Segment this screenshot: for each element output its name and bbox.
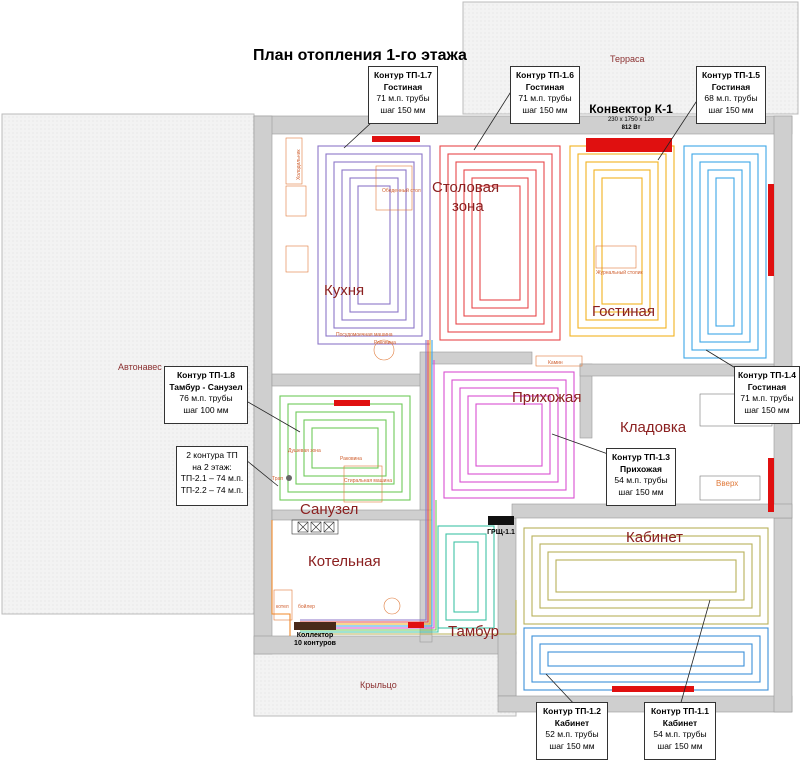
loop-tp-1-7 [317,145,431,345]
room-vestibule: Тамбур [448,623,499,640]
callout-name: Контур ТП-1.2 [542,706,601,716]
tank-label: бойлер [298,603,315,610]
dishwasher-label: Посудомоечная машина [336,332,393,338]
callout-room: Кабинет [554,717,590,728]
trap-mark [286,475,292,481]
loop-tp-1-1 [523,527,769,625]
callout-pipe: 52 м.п. трубы [545,729,599,739]
radiators [334,136,774,692]
callout-step: шаг 150 мм [380,104,426,115]
callout-name: Контур ТП-1.1 [650,706,709,716]
callout-room: Кабинет [662,717,698,728]
callout-room: Гостиная [711,81,751,92]
second-floor-line1: 2 контура ТП [186,450,238,460]
room-hall: Прихожая [512,389,582,406]
furniture [273,137,773,621]
callout-step: шаг 150 мм [522,104,568,115]
room-office: Кабинет [626,529,683,546]
callout-tp-1-1: Контур ТП-1.1 Кабинет 54 м.п. трубы шаг … [644,702,716,760]
callout-step: шаг 150 мм [657,740,703,751]
callout-pipe: 71 м.п. трубы [376,93,430,103]
collector-line2: 10 контуров [294,640,336,647]
leader-lines [245,89,743,707]
room-storage: Кладовка [620,419,687,436]
convector-k1: Конвектор К-1 230 x 1750 x 120 812 Вт [586,102,676,132]
loop-tp-1-6 [439,145,561,341]
callout-name: Контур ТП-1.3 [611,452,670,462]
callout-room: Гостиная [747,381,787,392]
callout-step: шаг 100 мм [183,404,229,415]
callout-name: Контур ТП-1.6 [515,70,574,80]
callout-name: Контур ТП-1.4 [737,370,796,380]
callout-tp-1-2: Контур ТП-1.2 Кабинет 52 м.п. трубы шаг … [536,702,608,760]
callout-step: шаг 150 мм [618,486,664,497]
callout-tp-1-6: Контур ТП-1.6 Гостиная 71 м.п. трубы шаг… [510,66,580,124]
callout-pipe: 54 м.п. трубы [614,475,668,485]
loop-vestibule [437,525,495,629]
up-label: Вверх [716,479,738,488]
callout-second-floor: 2 контура ТП на 2 этаж: ТП-2.1 – 74 м.п.… [176,446,248,506]
callout-tp-1-4: Контур ТП-1.4 Гостиная 71 м.п. трубы шаг… [734,366,800,424]
fireplace-label: Камин [548,360,563,366]
collector-block [294,622,336,630]
callout-tp-1-8: Контур ТП-1.8 Тамбур - Санузел 76 м.п. т… [164,366,248,424]
callout-pipe: 76 м.п. трубы [179,393,233,403]
convector-title: Конвектор К-1 [589,102,673,116]
room-boiler: Котельная [308,553,381,570]
callout-room: Гостиная [383,81,423,92]
callout-step: шаг 150 мм [744,404,790,415]
callout-pipe: 71 м.п. трубы [518,93,572,103]
callout-name: Контур ТП-1.5 [701,70,760,80]
bath-sink-label: Раковина [340,456,362,462]
plan-title: План отопления 1-го этажа [253,47,467,64]
callout-pipe: 71 м.п. трубы [740,393,794,403]
callout-tp-1-3: Контур ТП-1.3 Прихожая 54 м.п. трубы шаг… [606,448,676,506]
collector-label: Коллектор 10 контуров [282,632,348,648]
callout-room: Прихожая [620,463,662,474]
room-bathroom: Санузел [300,501,358,518]
supply-bundle [271,340,517,636]
callout-room: Гостиная [525,81,565,92]
carport-label: Автонавес [118,362,162,372]
coffee-table-label: Журнальный столик [596,269,644,276]
room-dining-1: Столовая [432,179,499,196]
callout-name: Контур ТП-1.8 [176,370,235,380]
carport-area [1,113,255,615]
fridge-label: Холодильник [296,149,302,180]
second-floor-line3: ТП-2.1 – 74 м.п. [180,473,244,483]
loop-tp-1-2 [523,627,769,691]
callout-tp-1-5: Контур ТП-1.5 Гостиная 68 м.п. трубы шаг… [696,66,766,124]
panel-grsch [488,516,514,525]
callout-step: шаг 150 мм [708,104,754,115]
sink-label: Раковина [374,340,396,346]
room-living: Гостиная [592,303,655,320]
room-kitchen: Кухня [324,282,364,299]
terrace-label: Терраса [610,54,645,64]
convector-power: 812 Вт [621,125,641,131]
shower-label: Душевая зона [288,448,321,454]
callout-tp-1-7: Контур ТП-1.7 Гостиная 71 м.п. трубы шаг… [368,66,438,124]
loop-tp-1-3 [443,371,575,499]
callout-step: шаг 150 мм [549,740,595,751]
dining-table-label: Обеденный стол [382,187,421,194]
callout-name: Контур ТП-1.7 [373,70,432,80]
loop-tp-1-8 [279,395,411,501]
convector-k1-bar [586,138,672,152]
washer-label: Стиральная машина [344,478,392,484]
room-dining-2: зона [452,198,484,215]
second-floor-line2: на 2 этаж: [192,461,232,472]
loop-tp-1-5 [569,145,675,337]
loop-tp-1-4 [683,145,767,359]
callout-pipe: 54 м.п. трубы [653,729,707,739]
panel-label: ГРЩ-1.1 [487,529,515,536]
callout-pipe: 68 м.п. трубы [704,93,758,103]
convector-size: 230 x 1750 x 120 [607,117,655,123]
trap-label: Трап [272,476,283,482]
boiler-unit-label: котел [276,604,289,610]
porch-label: Крыльцо [360,680,397,690]
second-floor-line4: ТП-2.2 – 74 м.п. [180,484,244,495]
collector-line1: Коллектор [296,632,334,639]
callout-room: Тамбур - Санузел [169,381,243,392]
